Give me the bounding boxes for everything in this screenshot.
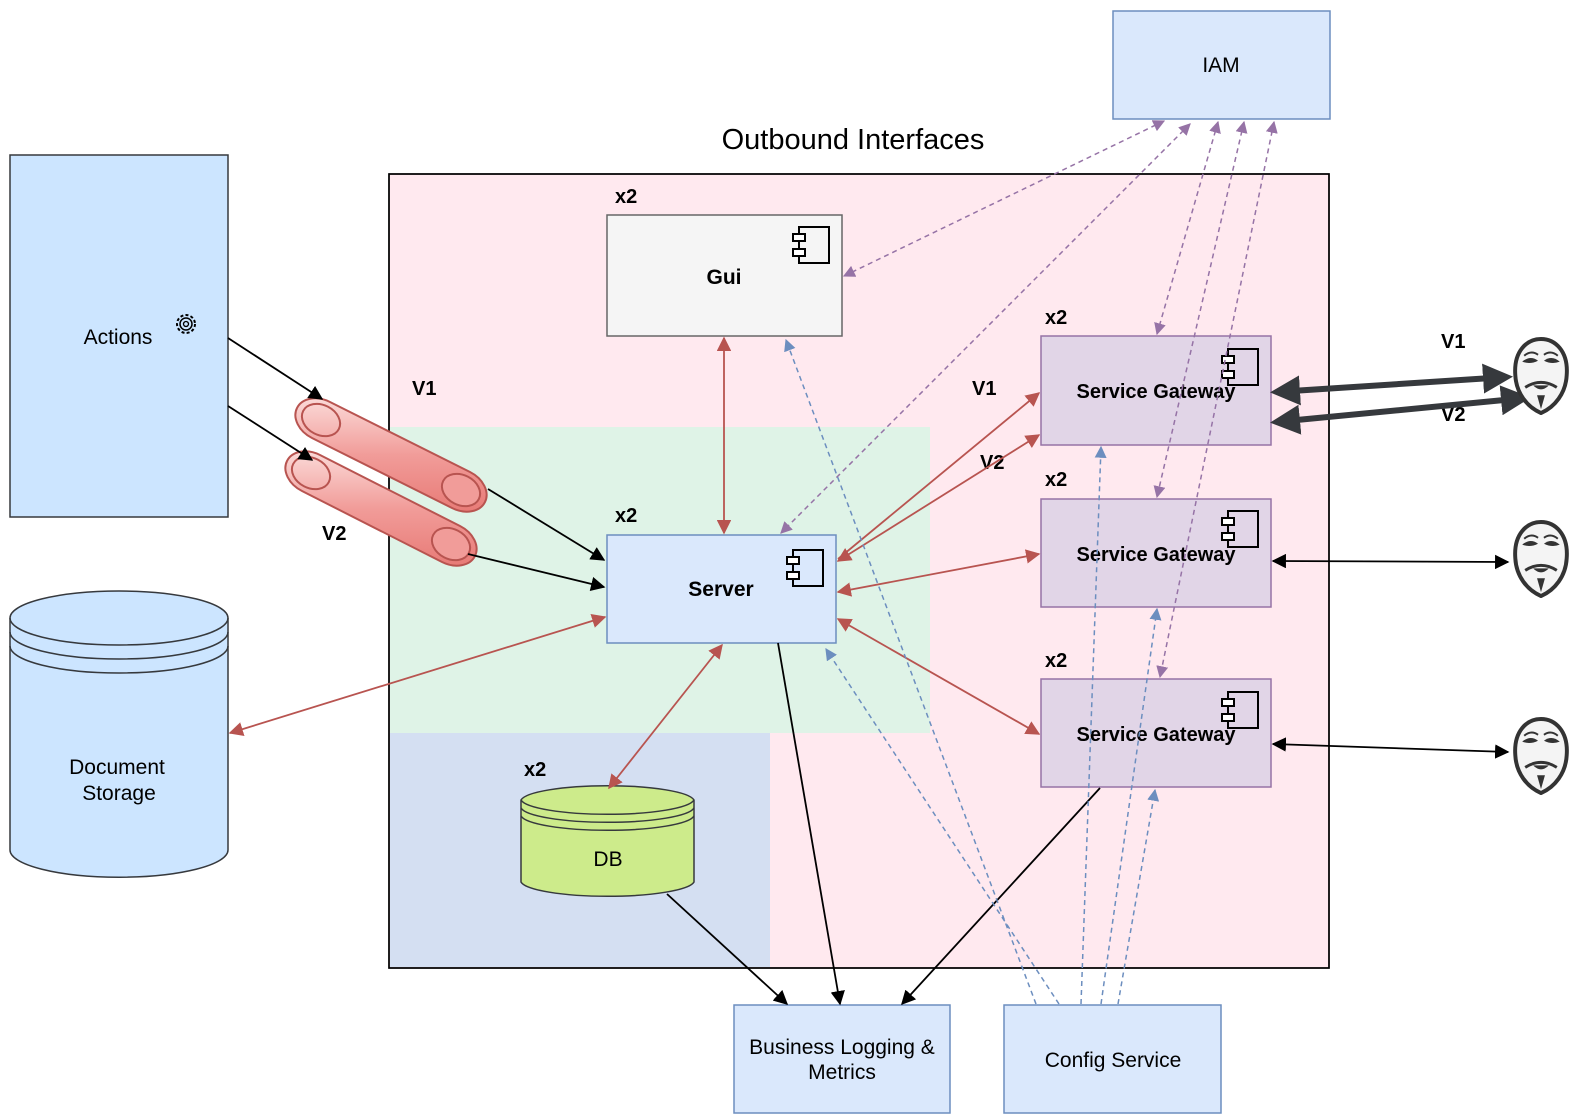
document-storage[interactable]: Document Storage	[9, 590, 229, 878]
gui-multiplicity: x2	[615, 186, 637, 208]
actions-box[interactable]: Actions	[9, 154, 229, 518]
gui-component[interactable]: Gui	[606, 214, 843, 337]
document-storage-label-1: Document	[69, 756, 165, 779]
service-gateway-1[interactable]: Service Gateway	[1040, 335, 1272, 446]
queue-v2-label: V2	[322, 523, 346, 545]
queue-v2[interactable]	[284, 450, 478, 567]
edge-config-gui	[784, 338, 1037, 1005]
queue-v1-label: V1	[412, 378, 436, 400]
config-service-label: Config Service	[1045, 1049, 1182, 1072]
business-logging-box[interactable]: Business Logging & Metrics	[733, 1004, 951, 1114]
edge-gateway1-actor-v2	[1270, 385, 1531, 435]
edge-config-gateway3	[1117, 788, 1160, 1005]
edge-queue-v2-server	[467, 553, 606, 591]
iam-label: IAM	[1202, 54, 1239, 77]
edge-actions-queue-v2	[227, 405, 314, 461]
gear-icon	[176, 314, 196, 334]
thick-edges	[1270, 363, 1531, 435]
diagram-title: Outbound Interfaces	[722, 124, 985, 156]
edge-iam-gateway3	[1156, 120, 1278, 679]
document-storage-label-2: Storage	[82, 782, 156, 805]
gui-label: Gui	[707, 266, 742, 289]
gateway-2-label: Service Gateway	[1077, 544, 1237, 566]
edge-gateway3-logging	[901, 787, 1101, 1006]
config-service-box[interactable]: Config Service	[1003, 1004, 1222, 1114]
black-edges	[227, 337, 1510, 1006]
edge-server-docstorage	[228, 613, 607, 737]
db-label: DB	[593, 848, 622, 871]
gateway-1-label: Service Gateway	[1077, 381, 1237, 403]
gateway-3-label: Service Gateway	[1077, 724, 1237, 746]
actions-label: Actions	[84, 326, 153, 349]
queue-v1[interactable]	[294, 397, 488, 513]
external-actor-2-icon[interactable]	[1513, 519, 1569, 598]
edge-iam-server	[780, 123, 1191, 534]
edge-server-gateway3	[836, 618, 1041, 735]
logging-label-2: Metrics	[808, 1061, 876, 1084]
db-multiplicity: x2	[524, 759, 546, 781]
gateway-v1-label: V1	[972, 378, 996, 400]
iam-box[interactable]: IAM	[1112, 10, 1331, 120]
server-multiplicity: x2	[615, 505, 637, 527]
external-v1-label: V1	[1441, 331, 1465, 353]
db-cylinder[interactable]: DB	[520, 784, 695, 898]
service-gateway-3[interactable]: Service Gateway	[1040, 678, 1272, 788]
edge-config-server	[825, 647, 1060, 1005]
blue-edges	[784, 338, 1162, 1005]
server-label: Server	[688, 578, 753, 601]
edge-server-gateway2	[836, 549, 1041, 597]
edge-gateway2-actor	[1271, 553, 1510, 570]
server-component[interactable]: Server	[606, 534, 837, 644]
edge-db-logging	[666, 893, 789, 1005]
edge-config-gateway1	[1080, 445, 1107, 1005]
external-actor-3-icon[interactable]	[1513, 716, 1569, 795]
purple-edges	[780, 120, 1278, 679]
external-actor-1-icon[interactable]	[1513, 336, 1569, 415]
gateway-3-multiplicity: x2	[1045, 650, 1067, 672]
gateway-1-multiplicity: x2	[1045, 307, 1067, 329]
service-gateway-2[interactable]: Service Gateway	[1040, 498, 1272, 608]
edge-server-db	[608, 643, 723, 790]
gateway-2-multiplicity: x2	[1045, 469, 1067, 491]
edge-config-gateway2	[1100, 607, 1162, 1005]
logging-label-1: Business Logging &	[749, 1036, 935, 1059]
edge-actions-queue-v1	[227, 337, 324, 400]
edge-server-logging	[777, 642, 845, 1006]
edge-queue-v1-server	[487, 488, 606, 561]
edge-gateway3-actor	[1271, 737, 1510, 759]
